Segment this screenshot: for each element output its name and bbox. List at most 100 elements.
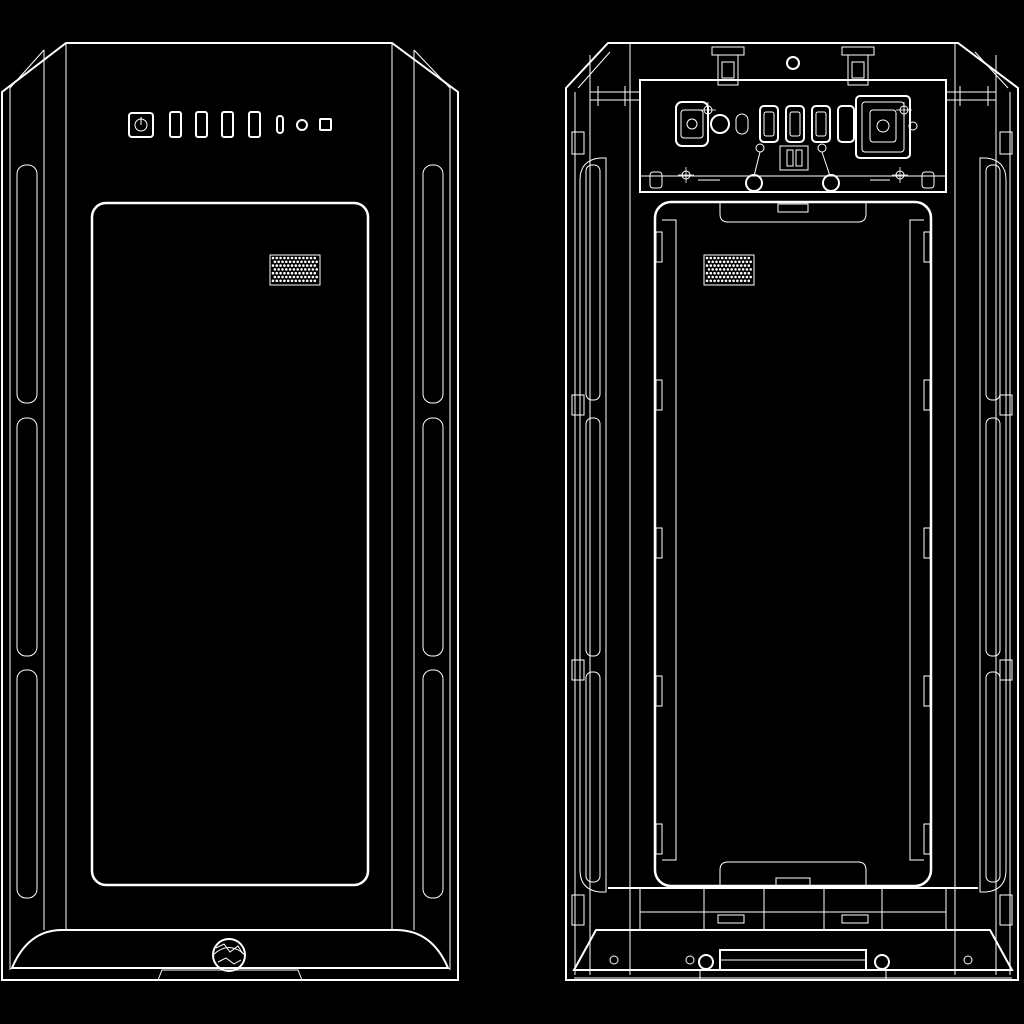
side-clips-right (979, 131, 1013, 926)
top-tab-left (711, 46, 745, 86)
mesh-dot (315, 260, 319, 264)
front-left-bevel (9, 49, 45, 89)
rear-left-bevel (577, 51, 611, 89)
mesh-dot (724, 264, 728, 267)
front-left-vent-slots (16, 164, 38, 899)
mesh-dot (315, 268, 319, 271)
mesh-dot (720, 256, 724, 260)
mesh-dot (275, 271, 279, 275)
mesh-dot (305, 271, 309, 275)
side-clip (571, 659, 585, 681)
mesh-dot (747, 279, 751, 283)
bottom-feet-bracket (572, 887, 1014, 980)
frame-tab (655, 823, 663, 855)
mesh-dot (290, 264, 294, 267)
reset-button-icon (319, 118, 332, 131)
mesh-dot (292, 260, 296, 264)
mesh-dot (722, 268, 726, 271)
mesh-dot (728, 264, 732, 267)
mesh-dot (283, 264, 286, 267)
connector-left (675, 101, 749, 147)
mesh-dot (732, 256, 735, 260)
front-window-panel (90, 201, 370, 887)
front-view (0, 42, 459, 981)
mesh-dot (304, 275, 307, 279)
mesh-dot (304, 268, 307, 271)
mesh-dot (286, 264, 290, 267)
mesh-dot (302, 279, 305, 283)
mesh-dot (283, 256, 286, 260)
mesh-dot (290, 279, 294, 283)
bolt (649, 171, 663, 189)
mesh-dot (307, 260, 311, 264)
mesh-dot (739, 256, 743, 260)
mesh-dot (741, 260, 745, 264)
mesh-dot (747, 256, 751, 260)
mesh-dot (309, 256, 313, 260)
bracket-right-rail (946, 86, 996, 106)
mesh-dot (724, 271, 728, 275)
side-clip (571, 131, 585, 155)
mesh-dot (288, 268, 292, 271)
mesh-dot (715, 268, 718, 271)
mesh-dot (736, 279, 739, 283)
mesh-dot (271, 264, 275, 267)
front-io-panel (128, 111, 332, 138)
mesh-dot (717, 271, 720, 275)
mesh-dot (745, 275, 749, 279)
mesh-dot (315, 275, 319, 279)
frame-tab (923, 231, 931, 263)
mesh-dot (715, 260, 718, 264)
mesh-dot (302, 271, 305, 275)
mesh-dot (294, 264, 298, 267)
mesh-dot (711, 260, 714, 264)
mesh-dot (286, 256, 290, 260)
mesh-dot (292, 275, 296, 279)
mesh-dot (745, 268, 749, 271)
mesh-dot (277, 260, 281, 264)
mesh-dot (749, 275, 752, 279)
mesh-dot (300, 268, 303, 271)
mesh-dot (732, 271, 735, 275)
mesh-dot (285, 275, 288, 279)
mesh-dot (281, 260, 284, 264)
mesh-dot (728, 256, 732, 260)
vent-slot (422, 164, 444, 404)
frame-tab (655, 379, 663, 411)
mesh-dot (283, 271, 286, 275)
mesh-dot (309, 271, 313, 275)
mesh-dot (288, 275, 292, 279)
mesh-dot (298, 256, 301, 260)
mesh-dot (707, 268, 711, 271)
mesh-dot (279, 271, 282, 275)
side-clips-left (571, 131, 607, 926)
mesh-dot (313, 264, 317, 267)
mesh-dot (309, 264, 313, 267)
rear-right-bevel (974, 51, 1009, 89)
mesh-dot (734, 260, 737, 264)
audio-jack-icon (276, 115, 284, 134)
mesh-dot (709, 256, 713, 260)
mesh-dot (307, 275, 311, 279)
frame-tab (655, 231, 663, 263)
mesh-dot (279, 256, 282, 260)
mesh-dot (281, 268, 284, 271)
side-clip (571, 894, 585, 926)
mesh-dot (300, 260, 303, 264)
mesh-dot (296, 260, 300, 264)
side-clip (999, 894, 1013, 926)
connector-center (745, 143, 840, 192)
mesh-dot (271, 279, 275, 283)
mesh-dot (720, 279, 724, 283)
mesh-dot (747, 271, 751, 275)
bracket-left-rail (590, 86, 640, 106)
mesh-dot (738, 268, 741, 271)
mesh-dot (713, 256, 716, 260)
mesh-dot (739, 271, 743, 275)
mesh-dot (724, 279, 728, 283)
mesh-dot (719, 268, 722, 271)
usb-port-icon (248, 111, 261, 138)
mesh-dot (745, 260, 749, 264)
side-clip (571, 394, 585, 416)
mesh-dot (713, 271, 716, 275)
